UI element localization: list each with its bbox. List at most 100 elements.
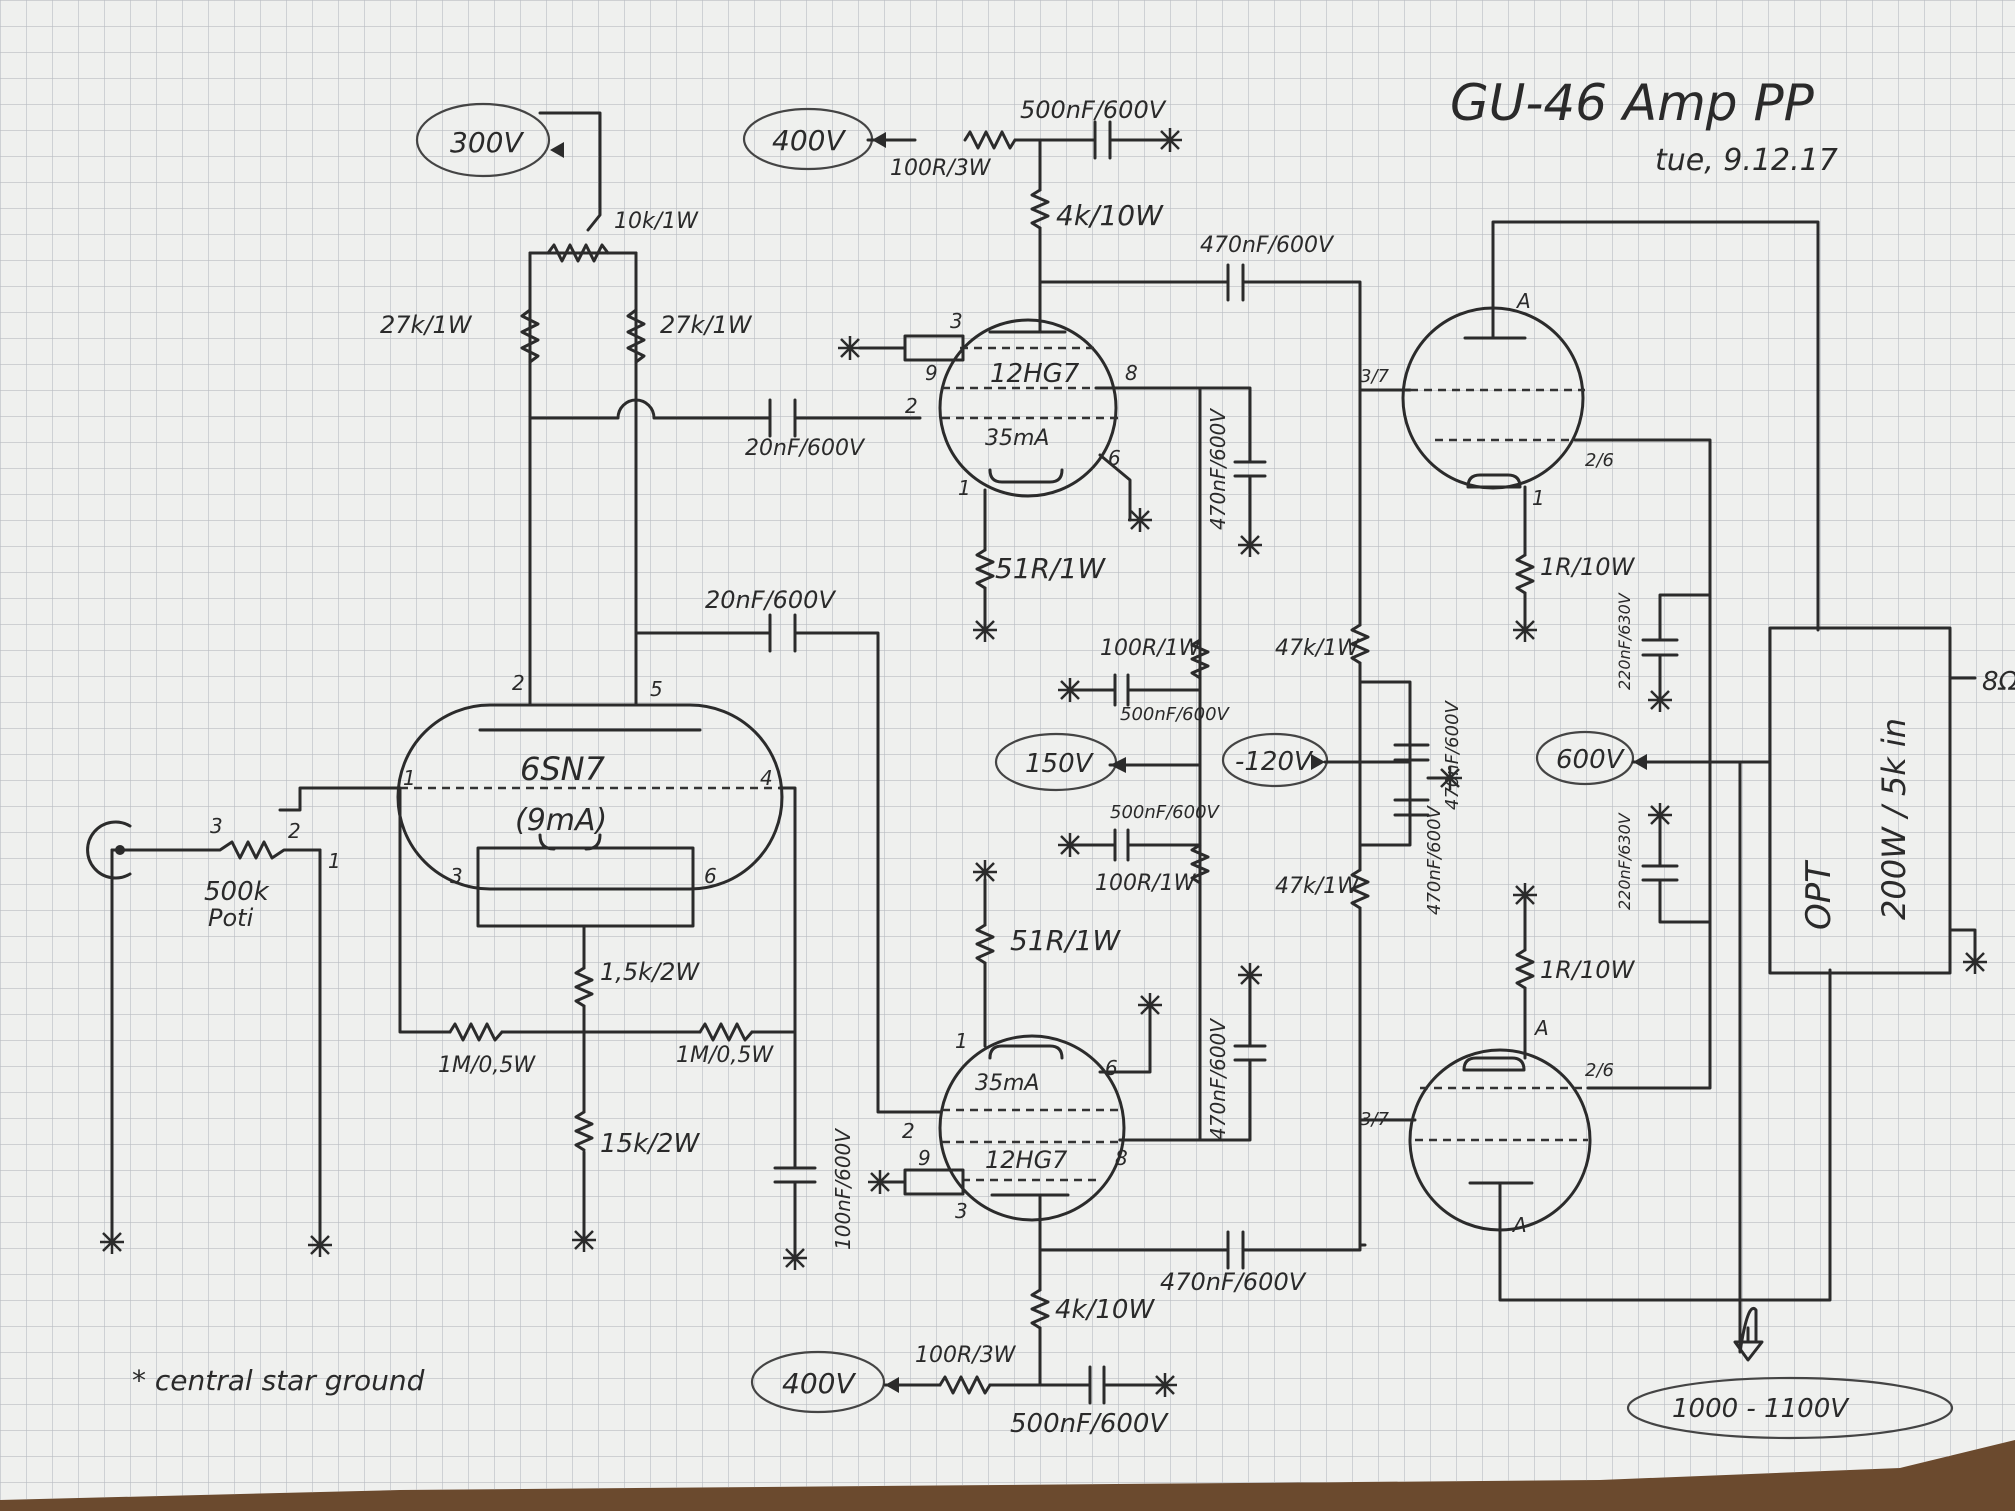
pin-pot-3: 3 [210, 814, 223, 838]
pin-t2-2: 2 [902, 1119, 915, 1143]
title: GU-46 Amp PP [1450, 74, 1815, 132]
tube-12hg7-bottom-name: 12HG7 [985, 1146, 1068, 1174]
label-r47k-b: 47k/1W [1275, 874, 1360, 899]
resistors [448, 243, 754, 1152]
label-c470n-top: 470nF/600V [1200, 233, 1335, 258]
supply-400v-bottom-oval [750, 1350, 886, 1414]
supply-arrows [550, 132, 1647, 1393]
pin-6sn7-3: 3 [450, 864, 463, 888]
label-pot-10k: 10k/1W [614, 209, 699, 234]
opt-spec: 200W / 5k in [1875, 718, 1913, 920]
tube-gu46-top [1401, 296, 1585, 490]
supply-150v-label: 150V [1025, 749, 1095, 779]
label-c500n-bottom: 500nF/600V [1010, 1409, 1169, 1439]
pin-gu2-a: A [1511, 1213, 1527, 1237]
opt-name: OPT [1799, 860, 1839, 930]
pin-t2-9: 9 [918, 1146, 931, 1170]
pin-gu1-37: 3/7 [1360, 366, 1390, 387]
pin-t1-3: 3 [950, 309, 963, 333]
label-r51-top: 51R/1W [995, 552, 1106, 585]
supply-hv-label: 1000 - 1100V [1672, 1394, 1850, 1424]
pin-6sn7-6: 6 [704, 864, 717, 888]
label-r27k-left: 27k/1W [380, 311, 473, 339]
pin-gu2-26: 2/6 [1585, 1060, 1614, 1081]
pin-t1-1: 1 [958, 476, 971, 500]
tube-12hg7-top [903, 318, 1118, 498]
label-r1m-left: 1M/0,5W [438, 1053, 536, 1078]
caps-input [768, 398, 817, 1184]
tube-6sn7-name: 6SN7 [520, 750, 606, 788]
label-r1-10w-bottom: 1R/10W [1540, 956, 1636, 984]
date: tue, 9.12.17 [1655, 143, 1838, 178]
opt-box [1768, 626, 1952, 975]
supply-400v-top-label: 400V [772, 124, 846, 157]
label-r100-3w-bottom: 100R/3W [915, 1343, 1017, 1368]
label-r27k-right: 27k/1W [660, 311, 753, 339]
label-c100n: 100nF/600V [831, 1128, 855, 1250]
tube-6sn7-current: (9mA) [515, 803, 607, 838]
label-r47k-a: 47k/1W [1275, 636, 1360, 661]
pin-gu2-a-top: A [1533, 1016, 1549, 1040]
label-c500n-top: 500nF/600V [1020, 96, 1167, 124]
label-c470n-vert-top: 470nF/600V [1206, 408, 1230, 530]
pin-gu1-1: 1 [1532, 486, 1545, 510]
label-c470n-bottom: 470nF/600V [1160, 1268, 1307, 1296]
pin-6sn7-4: 4 [760, 766, 773, 790]
label-pot-word: Poti [208, 904, 254, 932]
label-c220n-b: 220nF/630V [1615, 812, 1634, 910]
input-jack-pin [115, 845, 125, 855]
label-c470n-grid-b: 470nF/600V [1424, 804, 1445, 915]
ground-stars [100, 128, 1987, 1397]
tube-12hg7-top-current: 35mA [985, 426, 1049, 451]
label-r4k-top: 4k/10W [1056, 199, 1164, 232]
label-r4k-bottom: 4k/10W [1055, 1295, 1155, 1325]
pin-gu1-a: A [1515, 289, 1531, 313]
supply-neg120v-label: -120V [1235, 747, 1314, 777]
supply-600v-oval [1535, 730, 1635, 786]
pin-t2-1: 1 [955, 1029, 968, 1053]
supply-hv-oval [1626, 1376, 1954, 1440]
legend-text: * central star ground [132, 1364, 425, 1397]
pin-gu2-37: 3/7 [1360, 1109, 1390, 1130]
pin-6sn7-5: 5 [650, 677, 663, 701]
pin-pot-1: 1 [328, 849, 341, 873]
pin-t2-3: 3 [955, 1199, 968, 1223]
label-c500n-mid-b: 500nF/600V [1110, 802, 1221, 823]
supply-300v-oval [415, 102, 551, 178]
label-c470n-grid-a: 470nF/600V [1442, 699, 1463, 810]
pin-6sn7-2: 2 [512, 671, 525, 695]
label-r1m-right: 1M/0,5W [676, 1043, 774, 1068]
label-r1-10w-top: 1R/10W [1540, 553, 1636, 581]
supply-neg120v-oval [1221, 732, 1329, 788]
label-r51-bottom: 51R/1W [1010, 924, 1121, 957]
supply-300v-label: 300V [450, 126, 524, 159]
tube-6sn7 [396, 703, 784, 928]
label-c20nf-top: 20nF/600V [745, 436, 866, 461]
label-r100-3w-top: 100R/3W [890, 156, 992, 181]
input-jack [86, 820, 132, 880]
label-pot-500k: 500k [204, 877, 270, 907]
pin-pot-2: 2 [288, 819, 301, 843]
label-r100-1w-b: 100R/1W [1095, 871, 1197, 896]
label-c20nf-mid: 20nF/600V [705, 586, 836, 614]
tube-12hg7-top-name: 12HG7 [990, 359, 1080, 389]
pin-gu1-26: 2/6 [1585, 450, 1614, 471]
label-r100-1w-a: 100R/1W [1100, 636, 1202, 661]
tube-12hg7-bottom [903, 1034, 1126, 1222]
opt-tap: 8Ω [1982, 667, 2015, 697]
pin-t2-6: 6 [1105, 1056, 1118, 1080]
label-r1-5k: 1,5k/2W [600, 958, 700, 986]
pin-t1-2: 2 [905, 394, 918, 418]
supply-600v-label: 600V [1556, 745, 1626, 775]
label-r15k: 15k/2W [600, 1129, 700, 1159]
label-c470n-vert-bottom: 470nF/600V [1206, 1018, 1230, 1140]
label-c220n-a: 220nF/630V [1615, 592, 1634, 690]
pin-t1-9: 9 [925, 361, 938, 385]
label-c500n-mid-a: 500nF/600V [1120, 704, 1231, 725]
pin-6sn7-1: 1 [403, 766, 416, 790]
tube-12hg7-bottom-current: 35mA [975, 1071, 1039, 1096]
pin-t1-8: 8 [1125, 361, 1138, 385]
wires-output-stage [1491, 220, 1977, 1362]
